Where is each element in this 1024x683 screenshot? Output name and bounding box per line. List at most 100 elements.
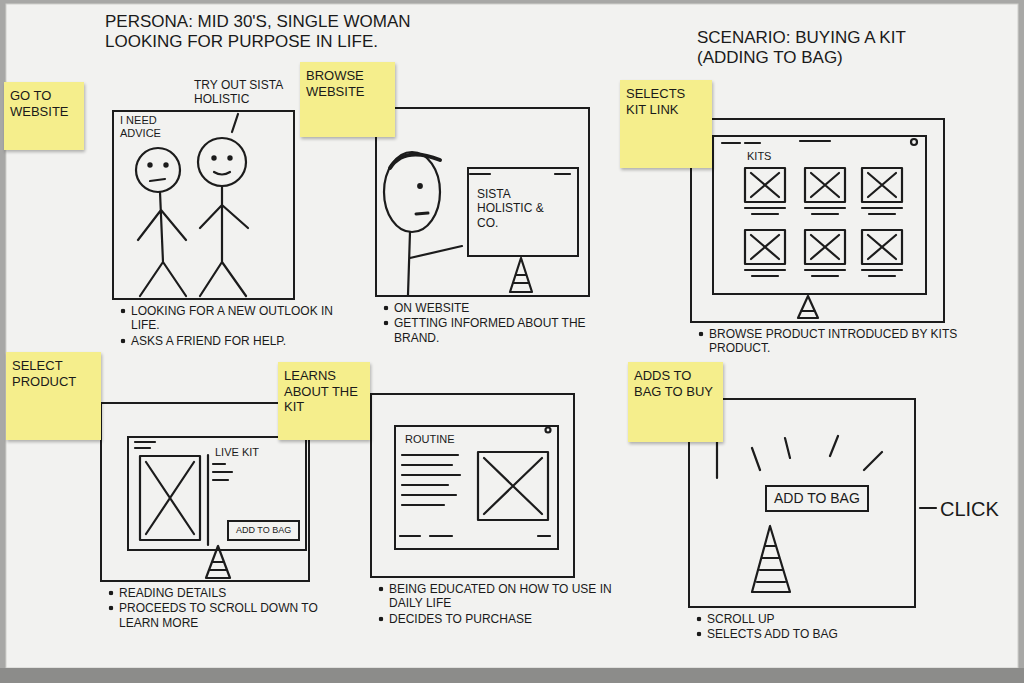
browser-screen: SISTA HOLISTIC & CO. <box>467 167 579 257</box>
node-text: SISTA HOLISTIC & CO. <box>477 187 567 230</box>
sticky-note: SELECT PRODUCT <box>6 352 101 440</box>
text-slot: LIVE KIT <box>215 446 295 459</box>
node-text: ADD TO BAG <box>236 525 291 536</box>
add-to-bag-button: ADD TO BAG <box>227 520 300 541</box>
caption-text: ASKS A FRIEND FOR HELP. <box>120 334 365 348</box>
screen-dot <box>911 139 917 145</box>
node-text: ADD TO BAG <box>774 490 860 507</box>
caption-area: LOOKING FOR A NEW OUTLOOK IN LIFE.ASKS A… <box>120 304 365 349</box>
storyboard-panel: ROUTINEBEING EDUCATED ON HOW TO USE IN D… <box>370 393 575 578</box>
caption-text: GETTING INFORMED ABOUT THE BRAND. <box>383 316 618 345</box>
caption-area: SCROLL UPSELECTS ADD TO BAG <box>696 612 946 643</box>
caption-text: BROWSE PRODUCT INTRODUCED BY KITS PRODUC… <box>698 327 988 356</box>
label-slot: SCENARIO: BUYING A KIT (ADDING TO BAG) <box>697 28 967 69</box>
sticky-note: GO TO WEBSITE <box>4 82 84 150</box>
product-mark <box>862 235 902 276</box>
sticky-text: GO TO WEBSITE <box>10 88 78 119</box>
node-text: TRY OUT SISTA HOLISTIC <box>194 78 300 107</box>
caption-text: LOOKING FOR A NEW OUTLOOK IN LIFE. <box>120 304 365 333</box>
label-slot: CLICK <box>940 497 1016 521</box>
sticky-text: SELECTS KIT LINK <box>626 86 706 117</box>
caption-text: SCROLL UP <box>696 612 946 626</box>
sticky-note: LEARNS ABOUT THE KIT <box>278 362 370 440</box>
figure-hair <box>390 155 440 168</box>
node-text: I NEED ADVICE <box>120 114 184 140</box>
node-text: KITS <box>747 150 807 163</box>
footer-lines <box>400 535 550 537</box>
stick-figure-body <box>138 192 186 296</box>
caption-text: DECIDES TO PURCHASE <box>378 612 628 626</box>
screen-bar <box>135 442 155 448</box>
screen-bar <box>722 141 830 143</box>
text-slot: ROUTINE <box>405 433 485 446</box>
figure-head <box>384 152 440 232</box>
product-mark <box>805 235 845 276</box>
text-slot: KITS <box>747 150 807 163</box>
scenario-text: SCENARIO: BUYING A KIT (ADDING TO BAG) <box>697 28 967 69</box>
speech-tick <box>232 114 238 132</box>
figure-body <box>408 232 462 295</box>
image-cross <box>146 462 194 534</box>
storyboard-panel: KITSBROWSE PRODUCT INTRODUCED BY KITS PR… <box>690 118 945 323</box>
stick-figure-body <box>200 186 248 296</box>
product-image <box>140 456 200 540</box>
product-mark <box>745 235 785 276</box>
node-text: ROUTINE <box>405 433 485 446</box>
figure-eye <box>164 163 167 166</box>
figure-mouth <box>150 179 165 181</box>
storyboard-panel: I NEED ADVICETRY OUT SISTA HOLISTICLOOKI… <box>112 110 295 300</box>
screen-bar <box>470 173 570 175</box>
text-slot: SISTA HOLISTIC & CO. <box>477 187 567 230</box>
figure-eye <box>418 184 422 188</box>
add-to-bag-button: ADD TO BAG <box>765 485 869 512</box>
text-lines <box>402 455 460 505</box>
figure-eye <box>148 163 151 166</box>
sticky-text: SELECT PRODUCT <box>12 358 95 389</box>
caption-text: READING DETAILS <box>108 586 358 600</box>
product-grid <box>745 168 902 276</box>
caption-area: BEING EDUCATED ON HOW TO USE IN DAILY LI… <box>378 582 628 627</box>
screen-dot <box>546 428 551 433</box>
caption-area: ON WEBSITEGETTING INFORMED ABOUT THE BRA… <box>383 301 618 346</box>
product-mark <box>862 173 902 214</box>
click-note: CLICK <box>940 497 1016 521</box>
caption-text: SELECTS ADD TO BAG <box>696 627 946 641</box>
cursor-icon <box>798 296 818 318</box>
caption-text: PROCEEDS TO SCROLL DOWN TO LEARN MORE <box>108 601 358 630</box>
sticky-text: ADDS TO BAG TO BUY <box>634 368 717 399</box>
cursor-icon <box>752 526 790 592</box>
browser-screen: ADD TO BAG LIVE KIT <box>127 436 307 551</box>
sticky-note: SELECTS KIT LINK <box>620 80 712 168</box>
leader-line <box>920 507 936 509</box>
caption-text: BEING EDUCATED ON HOW TO USE IN DAILY LI… <box>378 582 628 611</box>
text-slot: TRY OUT SISTA HOLISTIC <box>194 78 300 107</box>
sticky-note: ADDS TO BAG TO BUY <box>628 362 723 442</box>
sticky-text: BROWSE WEBSITE <box>306 68 389 99</box>
figure-eye <box>212 156 215 159</box>
sticky-text: LEARNS ABOUT THE KIT <box>284 368 364 415</box>
storyboard-panel: SISTA HOLISTIC & CO.ON WEBSITEGETTING IN… <box>375 107 590 297</box>
cursor-icon <box>510 258 532 292</box>
caption-text: ON WEBSITE <box>383 301 618 315</box>
stick-figure-head <box>136 148 180 192</box>
browser-screen: KITS <box>712 135 927 295</box>
caption-area: READING DETAILSPROCEEDS TO SCROLL DOWN T… <box>108 586 358 631</box>
stick-figure-head <box>198 138 246 186</box>
figure-eye <box>228 156 231 159</box>
sticky-note: BROWSE WEBSITE <box>300 62 395 137</box>
board-surface <box>6 4 1018 668</box>
node-text: LIVE KIT <box>215 446 295 459</box>
browser-screen: ROUTINE <box>394 425 559 550</box>
product-image <box>478 452 548 520</box>
text-slot: I NEED ADVICE <box>120 114 184 140</box>
board-tray <box>0 668 1024 683</box>
product-mark <box>805 173 845 214</box>
title-slot: PERSONA: MID 30'S, SINGLE WOMAN LOOKING … <box>105 12 445 53</box>
title-text: PERSONA: MID 30'S, SINGLE WOMAN LOOKING … <box>105 12 445 53</box>
product-mark <box>745 173 785 214</box>
caption-area: BROWSE PRODUCT INTRODUCED BY KITS PRODUC… <box>698 327 988 357</box>
scroll-sketch <box>717 400 882 478</box>
figure-mouth <box>214 172 230 175</box>
